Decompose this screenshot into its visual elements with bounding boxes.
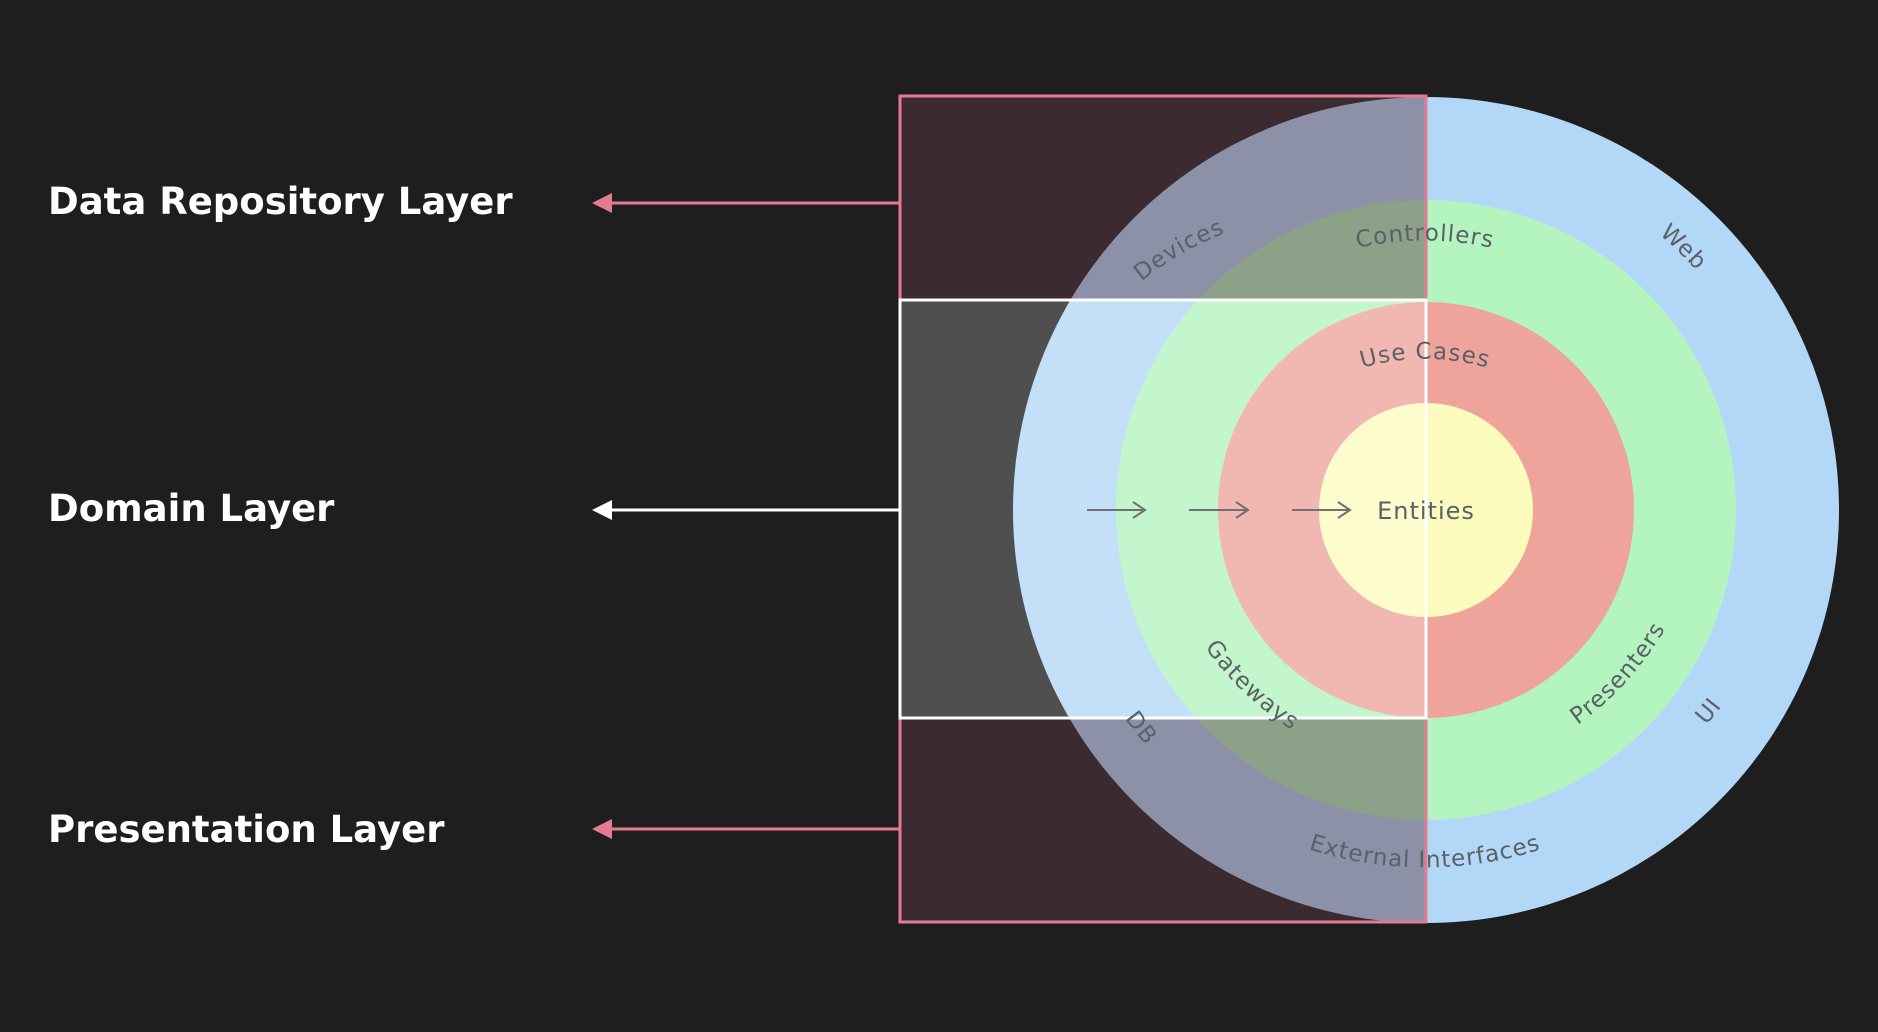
data-repository-arrow-head: [592, 193, 612, 213]
presentation-border: [898, 718, 1428, 924]
dependency-arrow-1: [1087, 501, 1147, 519]
data-repository-border: [898, 94, 1428, 300]
dependency-arrow-2: [1189, 501, 1250, 519]
presentation-layer-label: Presentation Layer: [48, 808, 445, 851]
domain-arrow-head: [592, 500, 612, 520]
presentation-arrow-head: [592, 819, 612, 839]
presentation-overlay: [900, 719, 1426, 922]
data-repository-layer-label: Data Repository Layer: [48, 180, 513, 223]
data-repository-overlay: [900, 96, 1426, 299]
domain-layer-label: Domain Layer: [48, 487, 335, 530]
dependency-arrow-3: [1292, 501, 1352, 519]
entities-label: Entities: [1377, 497, 1475, 525]
